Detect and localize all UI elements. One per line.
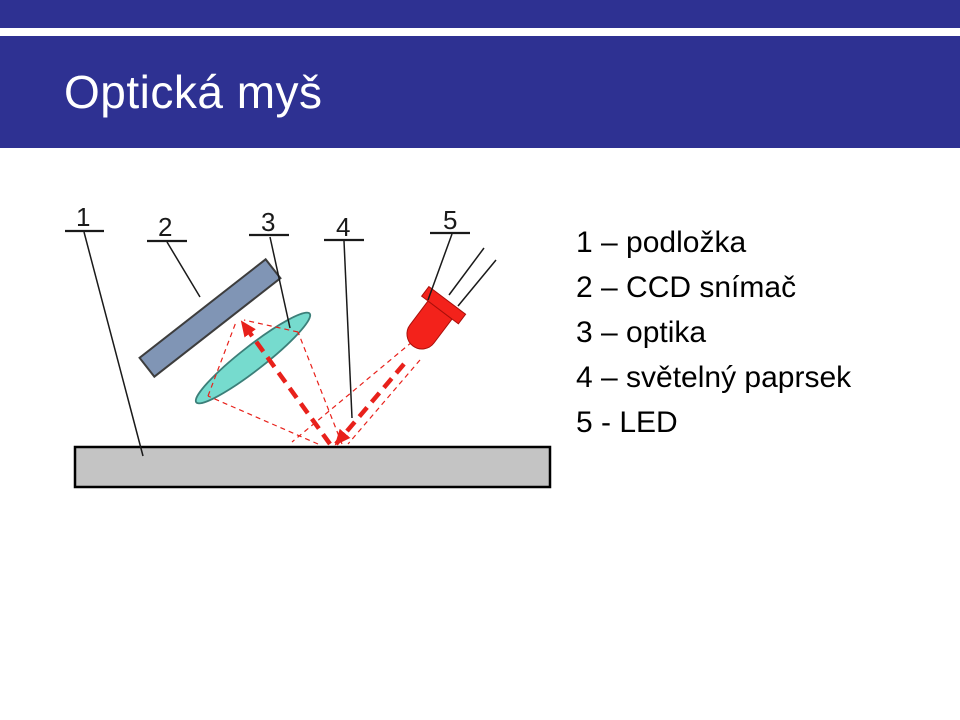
leader-lines <box>83 231 453 457</box>
beam-ray <box>207 321 237 397</box>
diagram-label-1: 1 <box>76 202 90 232</box>
diagram-label-3: 3 <box>261 207 275 237</box>
led-leads <box>448 247 497 307</box>
legend-item-3: 3 – optika <box>576 316 707 349</box>
legend: 1 – podložka 2 – CCD snímač 3 – optika 4… <box>576 220 851 445</box>
leader-line-4 <box>343 240 353 419</box>
leader-line-1 <box>83 231 144 457</box>
legend-item-1: 1 – podložka <box>576 226 747 259</box>
light-beam-thick <box>240 320 406 446</box>
light-beam-thin-rays <box>207 319 421 445</box>
leader-line-2 <box>166 241 201 298</box>
title-band: Optická myš <box>0 36 960 148</box>
diagram-label-4: 4 <box>336 212 350 242</box>
beam-led-to-pad <box>334 362 406 446</box>
beam-ray <box>347 359 421 445</box>
top-accent-strip <box>0 0 960 28</box>
label-underlines <box>65 229 470 243</box>
led-lead <box>457 259 497 307</box>
diagram-label-5: 5 <box>443 205 457 235</box>
led-shape <box>406 300 453 350</box>
led-lead <box>448 247 485 296</box>
diagram-label-2: 2 <box>158 212 172 242</box>
led-flange-shape <box>420 285 467 325</box>
legend-item-4: 4 – světelný paprsek <box>576 361 852 394</box>
leader-line-3 <box>269 236 291 329</box>
leader-line-5 <box>427 233 453 301</box>
pad-shape <box>73 445 552 489</box>
beam-pad-to-ccd <box>240 320 332 446</box>
legend-item-2: 2 – CCD snímač <box>576 271 797 304</box>
beam-ray <box>207 395 319 445</box>
beam-ray <box>291 341 413 443</box>
beam-ray <box>297 331 343 445</box>
slide-title: Optická myš <box>64 66 323 118</box>
ccd-sensor-shape <box>138 257 282 379</box>
legend-item-5: 5 - LED <box>576 406 678 439</box>
lens-shape <box>194 311 312 405</box>
